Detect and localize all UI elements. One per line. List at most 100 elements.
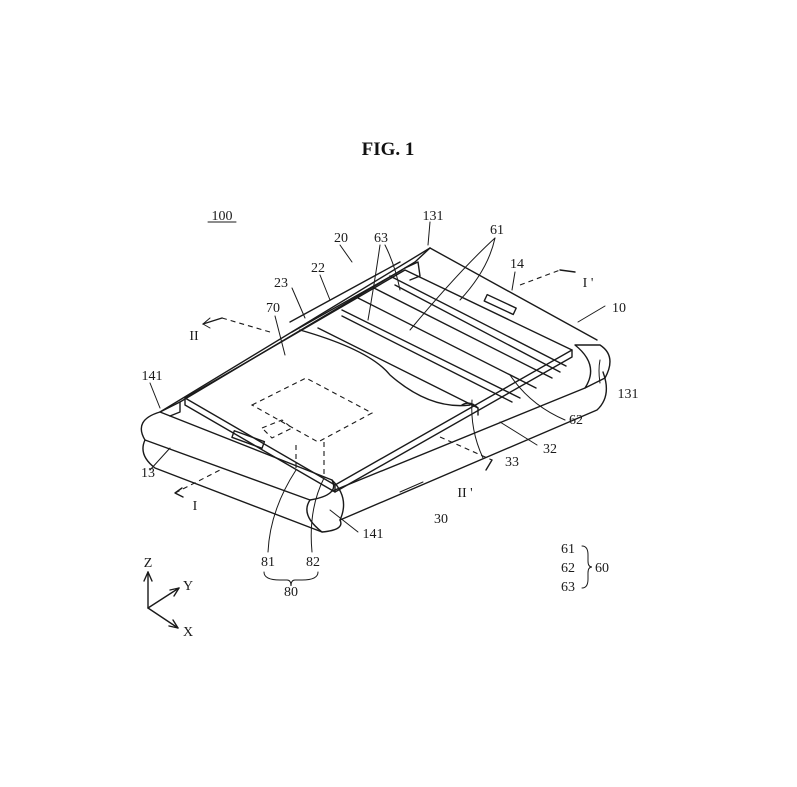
- left-slot: [231, 430, 266, 449]
- module-81: [261, 419, 294, 439]
- leader-22: [319, 274, 331, 301]
- rail-1: [341, 309, 521, 399]
- section-i-arrowhead: [174, 487, 184, 498]
- rail-2: [357, 297, 537, 389]
- label-20: 20: [334, 231, 348, 246]
- section-i-line: [174, 469, 221, 494]
- label-70: 70: [266, 301, 280, 316]
- section-ii-arrowhead: [202, 317, 211, 329]
- leader-23: [291, 287, 306, 319]
- y-axis: [147, 587, 180, 609]
- label-10: 10: [612, 301, 626, 316]
- label-61: 61: [490, 223, 504, 238]
- leader-61a: [409, 237, 496, 331]
- label-14: 14: [510, 257, 524, 272]
- left-roller-corner: [331, 479, 345, 521]
- housing-front-edge: [329, 387, 586, 493]
- z-arrowhead: [143, 571, 153, 582]
- reference-labels: 131 61 63 20 14 22 23 70 10 141 131 62 3…: [141, 209, 639, 600]
- rail-3: [373, 287, 553, 379]
- back-slot-14: [483, 293, 517, 316]
- rail-4: [389, 275, 567, 367]
- axes-indicator: Z Y X: [143, 556, 193, 640]
- leader-82: [310, 477, 325, 553]
- label-22: 22: [311, 261, 325, 276]
- label-131-right: 131: [618, 387, 639, 402]
- housing-bottom-edge: [339, 371, 608, 521]
- rail-1b: [341, 315, 513, 403]
- leader-30: [399, 481, 424, 493]
- label-131-top: 131: [423, 209, 444, 224]
- section-i-prime-arrow: [559, 269, 576, 273]
- housing-back-right-edge: [429, 247, 598, 341]
- section-ii-prime-line: [439, 436, 493, 461]
- display-front-thickness: [184, 397, 336, 493]
- legend-group-60: 60: [595, 561, 609, 576]
- leader-13: [149, 447, 171, 471]
- x-arrowhead: [168, 619, 179, 629]
- section-mark-i-prime: I ': [583, 276, 594, 291]
- legend-item-63: 63: [561, 580, 575, 595]
- section-mark-ii: II: [189, 329, 199, 344]
- label-23: 23: [274, 276, 288, 291]
- leader-63a: [367, 244, 381, 321]
- leader-lines: [149, 221, 606, 553]
- label-82: 82: [306, 555, 320, 570]
- section-ii-line: [221, 317, 271, 333]
- leader-63b: [384, 244, 401, 291]
- label-32: 32: [543, 442, 557, 457]
- y-arrowhead: [169, 587, 180, 597]
- display-plate: [184, 261, 573, 493]
- brace-80: [263, 571, 319, 587]
- rail-6: [317, 327, 479, 409]
- label-33: 33: [505, 455, 519, 470]
- label-13: 13: [141, 466, 155, 481]
- leader-62: [509, 374, 566, 421]
- left-roller-body: [142, 439, 342, 533]
- leader-141-bottom: [329, 509, 359, 533]
- legend-60: 61 62 63 60: [561, 542, 609, 595]
- section-i-prime-line: [519, 269, 561, 286]
- right-roller-end: [574, 344, 611, 389]
- leader-131-top: [427, 221, 431, 246]
- leader-141-left: [149, 382, 161, 409]
- label-81: 81: [261, 555, 275, 570]
- label-62: 62: [569, 413, 583, 428]
- leader-20: [339, 244, 353, 263]
- leader-70: [274, 315, 286, 356]
- legend-item-61: 61: [561, 542, 575, 557]
- label-141-bottom: 141: [363, 527, 384, 542]
- label-63: 63: [374, 231, 388, 246]
- fold-curve: [299, 329, 471, 407]
- frame-22: [291, 269, 403, 333]
- section-mark-i: I: [193, 499, 198, 514]
- axis-label-x: X: [183, 625, 193, 640]
- left-roller-front: [306, 499, 323, 533]
- leader-81: [267, 469, 297, 553]
- frame-23: [289, 261, 401, 323]
- figure-title: FIG. 1: [362, 139, 415, 160]
- tab-141-left: [169, 401, 181, 417]
- legend-item-62: 62: [561, 561, 575, 576]
- display-right-thickness: [334, 349, 573, 493]
- module-area: [250, 377, 374, 443]
- leader-61b: [459, 237, 496, 301]
- label-141-left: 141: [142, 369, 163, 384]
- section-lines: [174, 269, 576, 498]
- leader-14: [511, 271, 516, 291]
- section-ii-arrow: [202, 317, 223, 325]
- leader-32: [499, 421, 538, 446]
- housing: [140, 247, 611, 533]
- leader-10: [577, 305, 606, 323]
- left-roller-top: [140, 411, 335, 501]
- leader-33: [471, 399, 484, 459]
- axis-label-z: Z: [144, 556, 153, 571]
- tab-131-top: [404, 261, 421, 281]
- leader-131-right: [598, 359, 601, 384]
- x-axis: [147, 607, 179, 629]
- label-100: 100: [212, 209, 233, 224]
- section-mark-labels: II I ' II ' I: [189, 276, 593, 514]
- roller-33: [461, 402, 479, 416]
